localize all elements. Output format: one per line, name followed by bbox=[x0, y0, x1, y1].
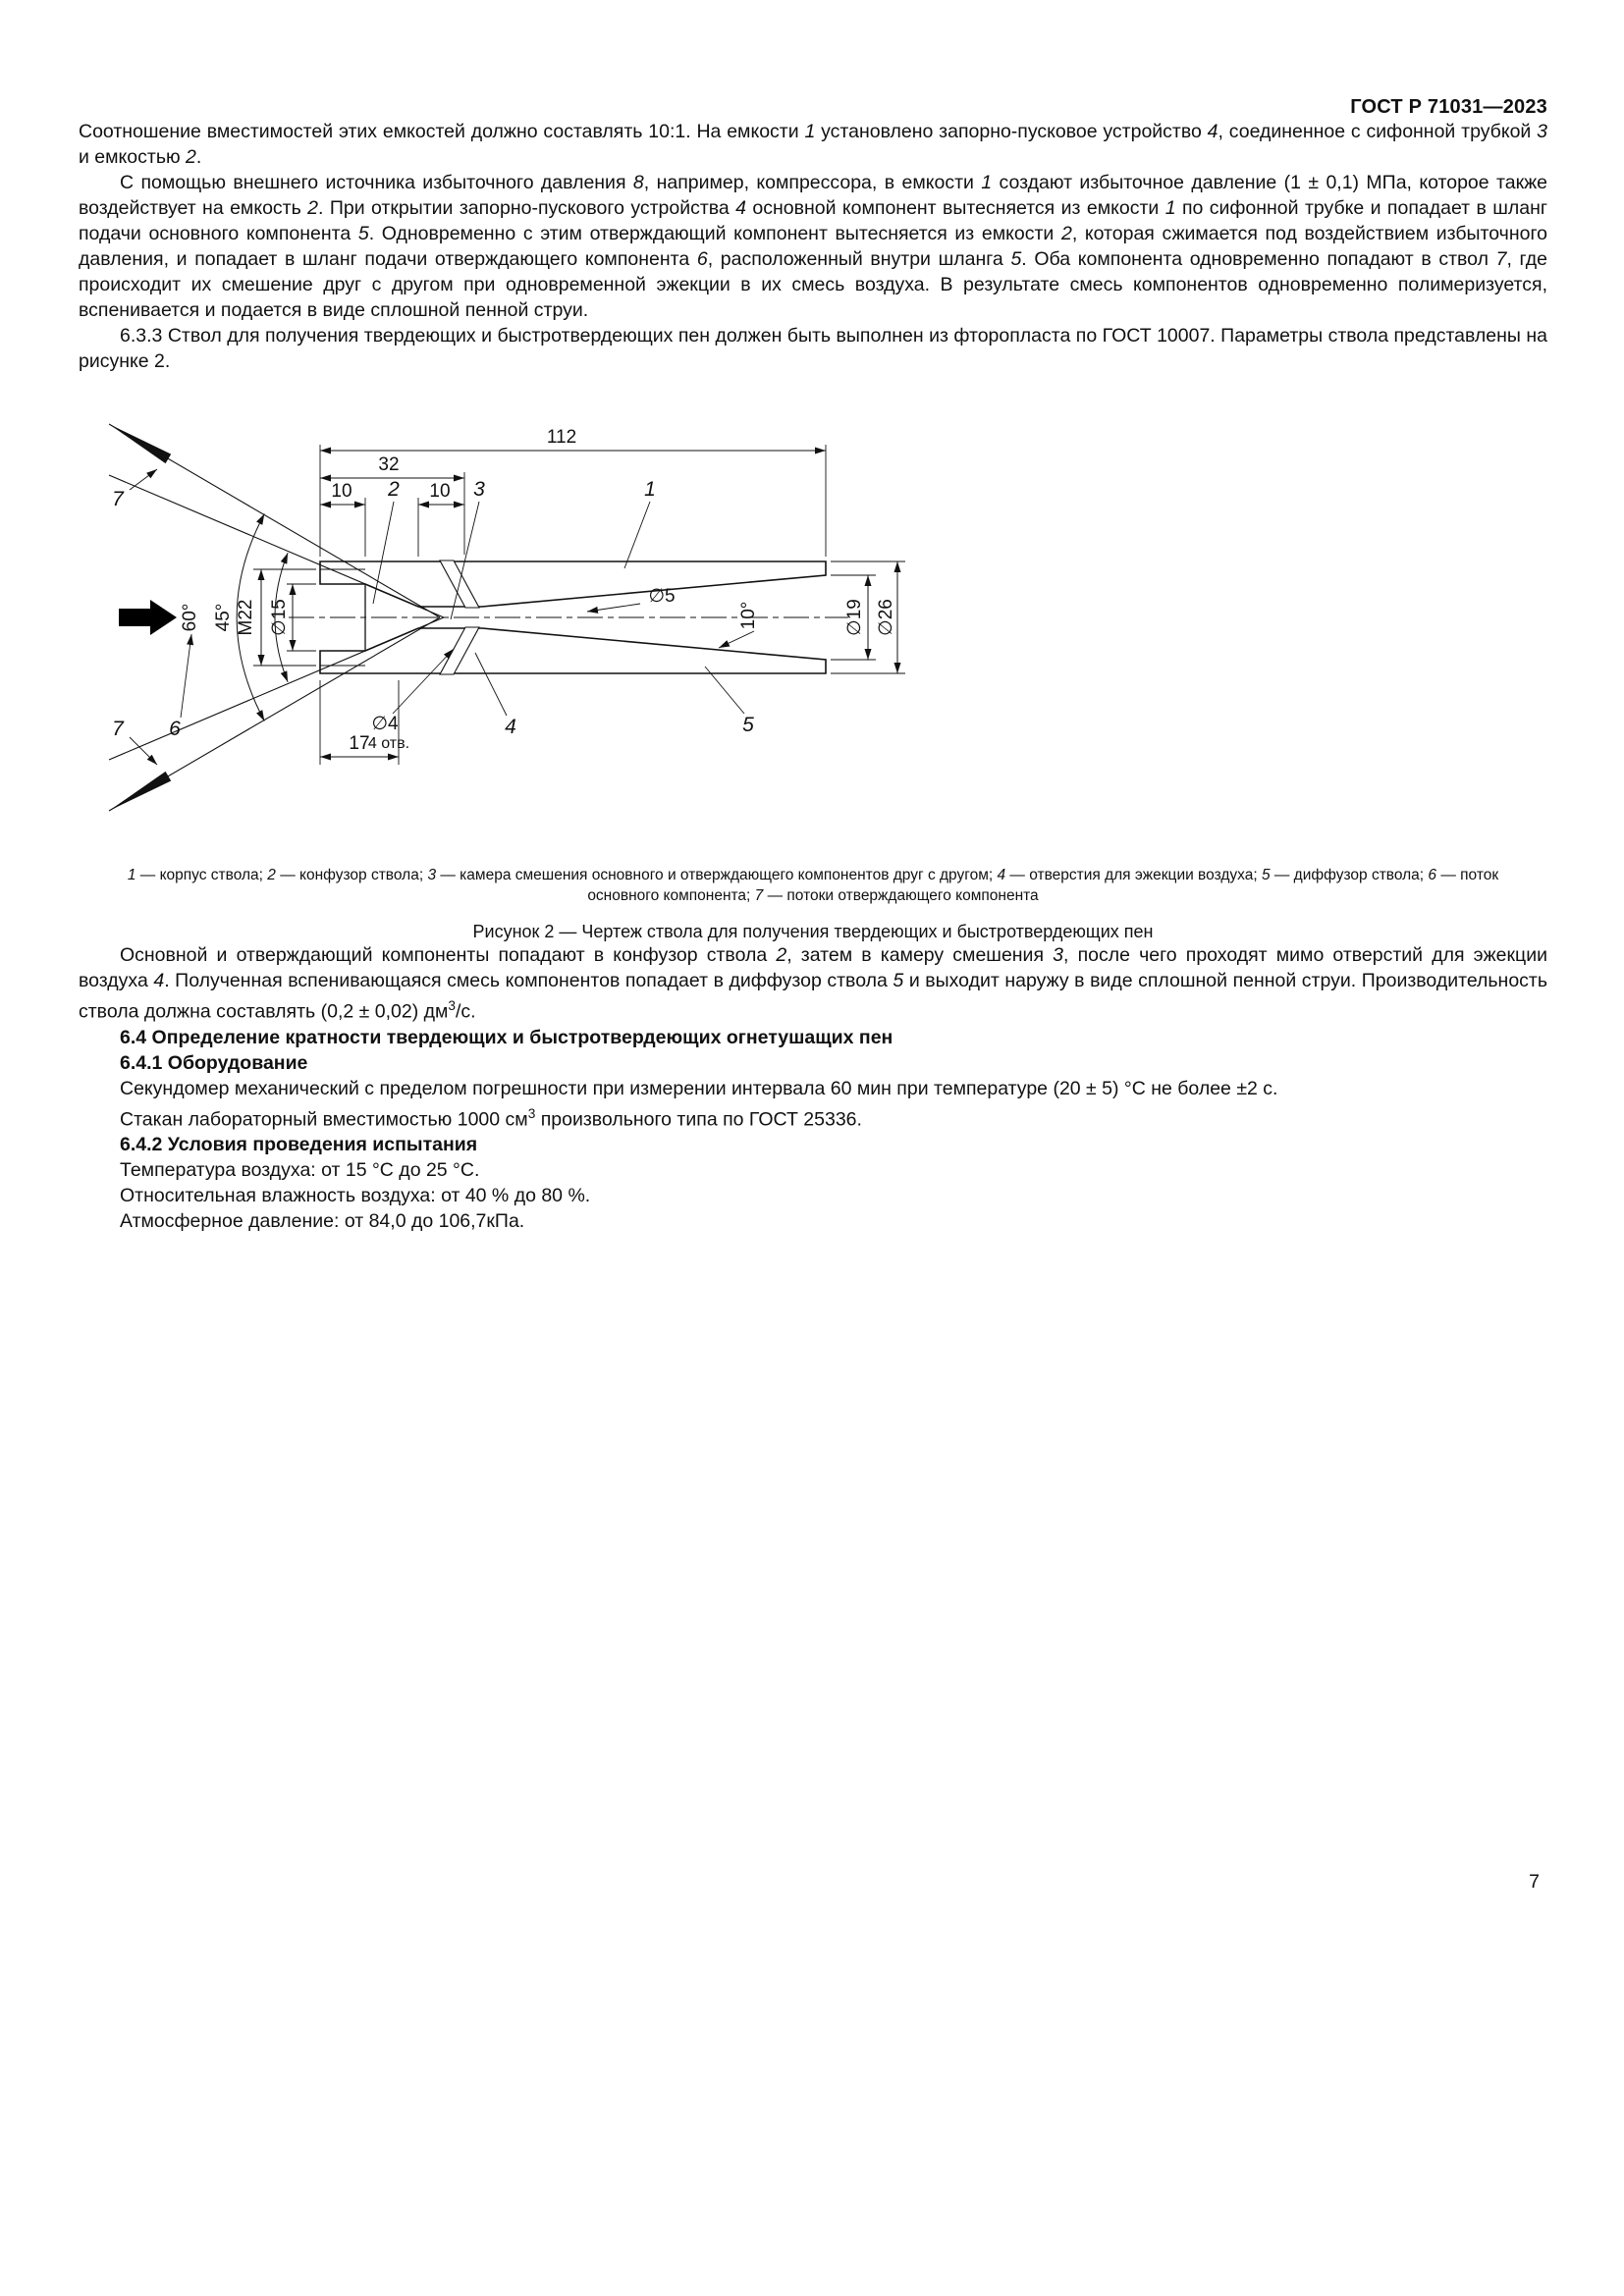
paragraph-stopwatch: Секундомер механический с пределом погре… bbox=[120, 1077, 1278, 1099]
part-label-5: 5 bbox=[742, 714, 754, 736]
angle-arc-60 bbox=[236, 513, 265, 721]
leader-d4 bbox=[392, 648, 455, 715]
leader-part7-bottom bbox=[129, 736, 158, 766]
dim-d4-label: ∅4 bbox=[371, 714, 399, 734]
angle-10-label: 10° bbox=[738, 602, 759, 630]
paragraph-temperature: Температура воздуха: от 15 °С до 25 °С. bbox=[120, 1159, 480, 1181]
dim-10b-label: 10 bbox=[429, 481, 450, 502]
paragraph-components-flow: Основной и отверждающий компоненты попад… bbox=[79, 944, 1548, 1023]
figure-2: 112 32 10 10 17 ∅4 4 отв. ∅5 M22 ∅15 ∅19… bbox=[79, 392, 1547, 942]
leader-part7-top bbox=[129, 468, 158, 491]
leader-part1 bbox=[623, 501, 651, 569]
figure-caption: Рисунок 2 — Чертеж ствола для получения … bbox=[472, 922, 1154, 941]
dim-holes-label: 4 отв. bbox=[368, 735, 409, 752]
flow-arrowhead-lower bbox=[109, 771, 172, 811]
leader-part2 bbox=[372, 501, 395, 605]
section-heading-6-4-1: 6.4.1 Оборудование bbox=[120, 1051, 308, 1074]
figure-legend: 1 — корпус ствола; 2 — конфузор ствола; … bbox=[127, 867, 1499, 904]
leader-part6 bbox=[180, 633, 194, 719]
paragraph-pressure: Атмосферное давление: от 84,0 до 106,7кП… bbox=[120, 1210, 525, 1232]
section-heading-6-4-2: 6.4.2 Условия проведения испытания bbox=[120, 1134, 478, 1155]
dim-d5-label: ∅5 bbox=[648, 586, 675, 607]
leader-part5 bbox=[704, 666, 745, 715]
document-page: ГОСТ Р 71031—2023 Соотношение вместимост… bbox=[79, 0, 1547, 1234]
flow-line-lower-inner bbox=[108, 616, 445, 761]
air-hole-bottom bbox=[439, 626, 480, 675]
page-number: 7 bbox=[1529, 1871, 1540, 1893]
part-label-7-bottom: 7 bbox=[112, 718, 125, 740]
dim-17-label: 17 bbox=[349, 733, 369, 754]
nozzle-wall-top bbox=[319, 561, 827, 608]
part-label-1: 1 bbox=[644, 478, 656, 501]
section-heading-6-4: 6.4 Определение кратности твердеющих и б… bbox=[120, 1026, 893, 1048]
angle-45-label: 45° bbox=[213, 604, 234, 632]
dim-10a-label: 10 bbox=[331, 481, 352, 502]
paragraph-beaker: Стакан лабораторный вместимостью 1000 см… bbox=[120, 1105, 862, 1131]
paragraph-humidity: Относительная влажность воздуха: от 40 %… bbox=[120, 1185, 591, 1206]
part-label-7-top: 7 bbox=[112, 488, 125, 510]
part-label-3: 3 bbox=[473, 478, 485, 501]
leader-angle10 bbox=[718, 630, 755, 649]
flow-arrowhead-upper bbox=[109, 424, 172, 464]
paragraph-pressure-source: С помощью внешнего источника избыточного… bbox=[79, 172, 1548, 321]
paragraph-6-3-3: 6.3.3 Ствол для получения твердеющих и б… bbox=[79, 325, 1547, 372]
leader-part4 bbox=[474, 652, 508, 717]
dim-32-label: 32 bbox=[378, 454, 399, 475]
paragraph-ratio: Соотношение вместимостей этих емкостей д… bbox=[79, 121, 1547, 168]
part-label-4: 4 bbox=[505, 716, 516, 738]
dim-m22-label: M22 bbox=[236, 600, 256, 636]
flow-line-upper-inner bbox=[108, 474, 445, 618]
dim-d15-label: ∅15 bbox=[269, 599, 290, 636]
nozzle-wall-bottom bbox=[319, 627, 827, 674]
angle-arc-45 bbox=[274, 553, 289, 682]
standard-number-header: ГОСТ Р 71031—2023 bbox=[1350, 96, 1547, 118]
nozzle-technical-drawing: 112 32 10 10 17 ∅4 4 отв. ∅5 M22 ∅15 ∅19… bbox=[108, 423, 905, 812]
main-flow-arrow bbox=[119, 600, 177, 635]
dim-d26-label: ∅26 bbox=[876, 599, 896, 636]
leader-part3 bbox=[450, 501, 480, 620]
angle-60-label: 60° bbox=[180, 604, 200, 632]
part-label-2: 2 bbox=[387, 478, 400, 501]
dim-d19-label: ∅19 bbox=[844, 599, 865, 636]
leader-d5 bbox=[586, 603, 641, 614]
dim-112-label: 112 bbox=[547, 427, 576, 448]
part-label-6: 6 bbox=[169, 718, 181, 740]
